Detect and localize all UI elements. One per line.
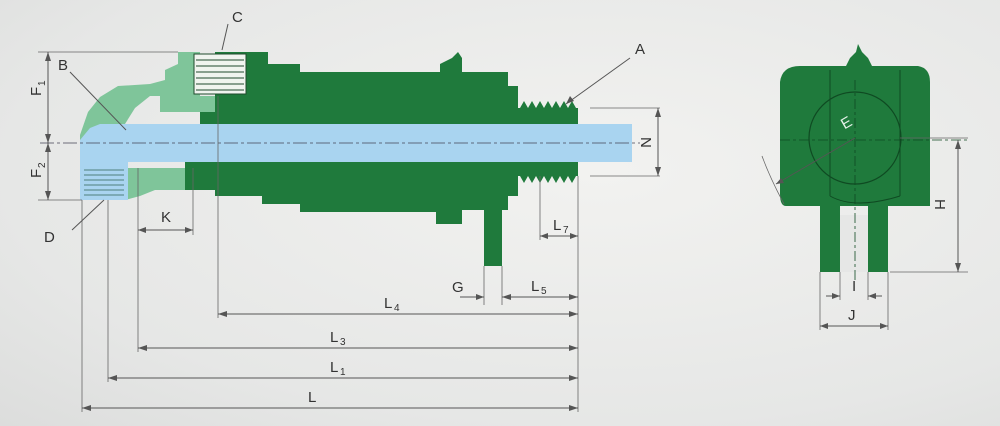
end-view bbox=[761, 44, 968, 330]
side-view bbox=[40, 52, 640, 266]
leg-slot bbox=[840, 215, 868, 272]
inner-outline bbox=[829, 70, 901, 204]
packing-rings bbox=[193, 53, 247, 95]
label-l4-sub: 4 bbox=[394, 303, 400, 314]
main-body bbox=[200, 52, 578, 124]
label-l7-sub: 7 bbox=[563, 225, 569, 236]
label-l7: L bbox=[553, 217, 561, 234]
label-f2-sub: 2 bbox=[37, 162, 48, 168]
label-l1-sub: 1 bbox=[340, 367, 346, 378]
dimension-lines bbox=[38, 23, 661, 412]
label-n: N bbox=[637, 137, 654, 148]
label-h: H bbox=[931, 199, 948, 210]
label-g: G bbox=[452, 279, 464, 296]
label-l: L bbox=[308, 389, 316, 406]
label-l5-sub: 5 bbox=[541, 286, 547, 297]
label-c: C bbox=[232, 9, 243, 26]
label-l1: L bbox=[330, 359, 338, 376]
label-l5: L bbox=[531, 278, 539, 295]
label-j: J bbox=[848, 307, 856, 324]
label-l3-sub: 3 bbox=[340, 337, 346, 348]
main-body-lower bbox=[185, 160, 578, 224]
label-f1-sub: 1 bbox=[37, 80, 48, 86]
seal-hatching bbox=[84, 169, 124, 196]
side-labels: C A B D K N G F 1 F 2 L L 1 L 3 L 4 L 5 … bbox=[28, 9, 654, 406]
label-f2: F bbox=[28, 169, 45, 178]
lower-housing bbox=[120, 168, 185, 200]
thread-bottom bbox=[520, 176, 576, 183]
label-i: I bbox=[852, 278, 856, 295]
label-k: K bbox=[161, 209, 171, 226]
label-l3: L bbox=[330, 329, 338, 346]
thread-top bbox=[520, 101, 576, 108]
label-f1: F bbox=[28, 87, 45, 96]
label-b: B bbox=[58, 57, 68, 74]
label-d: D bbox=[44, 229, 55, 246]
label-a: A bbox=[635, 41, 645, 58]
drain-stem bbox=[484, 196, 502, 266]
label-l4: L bbox=[384, 295, 392, 312]
